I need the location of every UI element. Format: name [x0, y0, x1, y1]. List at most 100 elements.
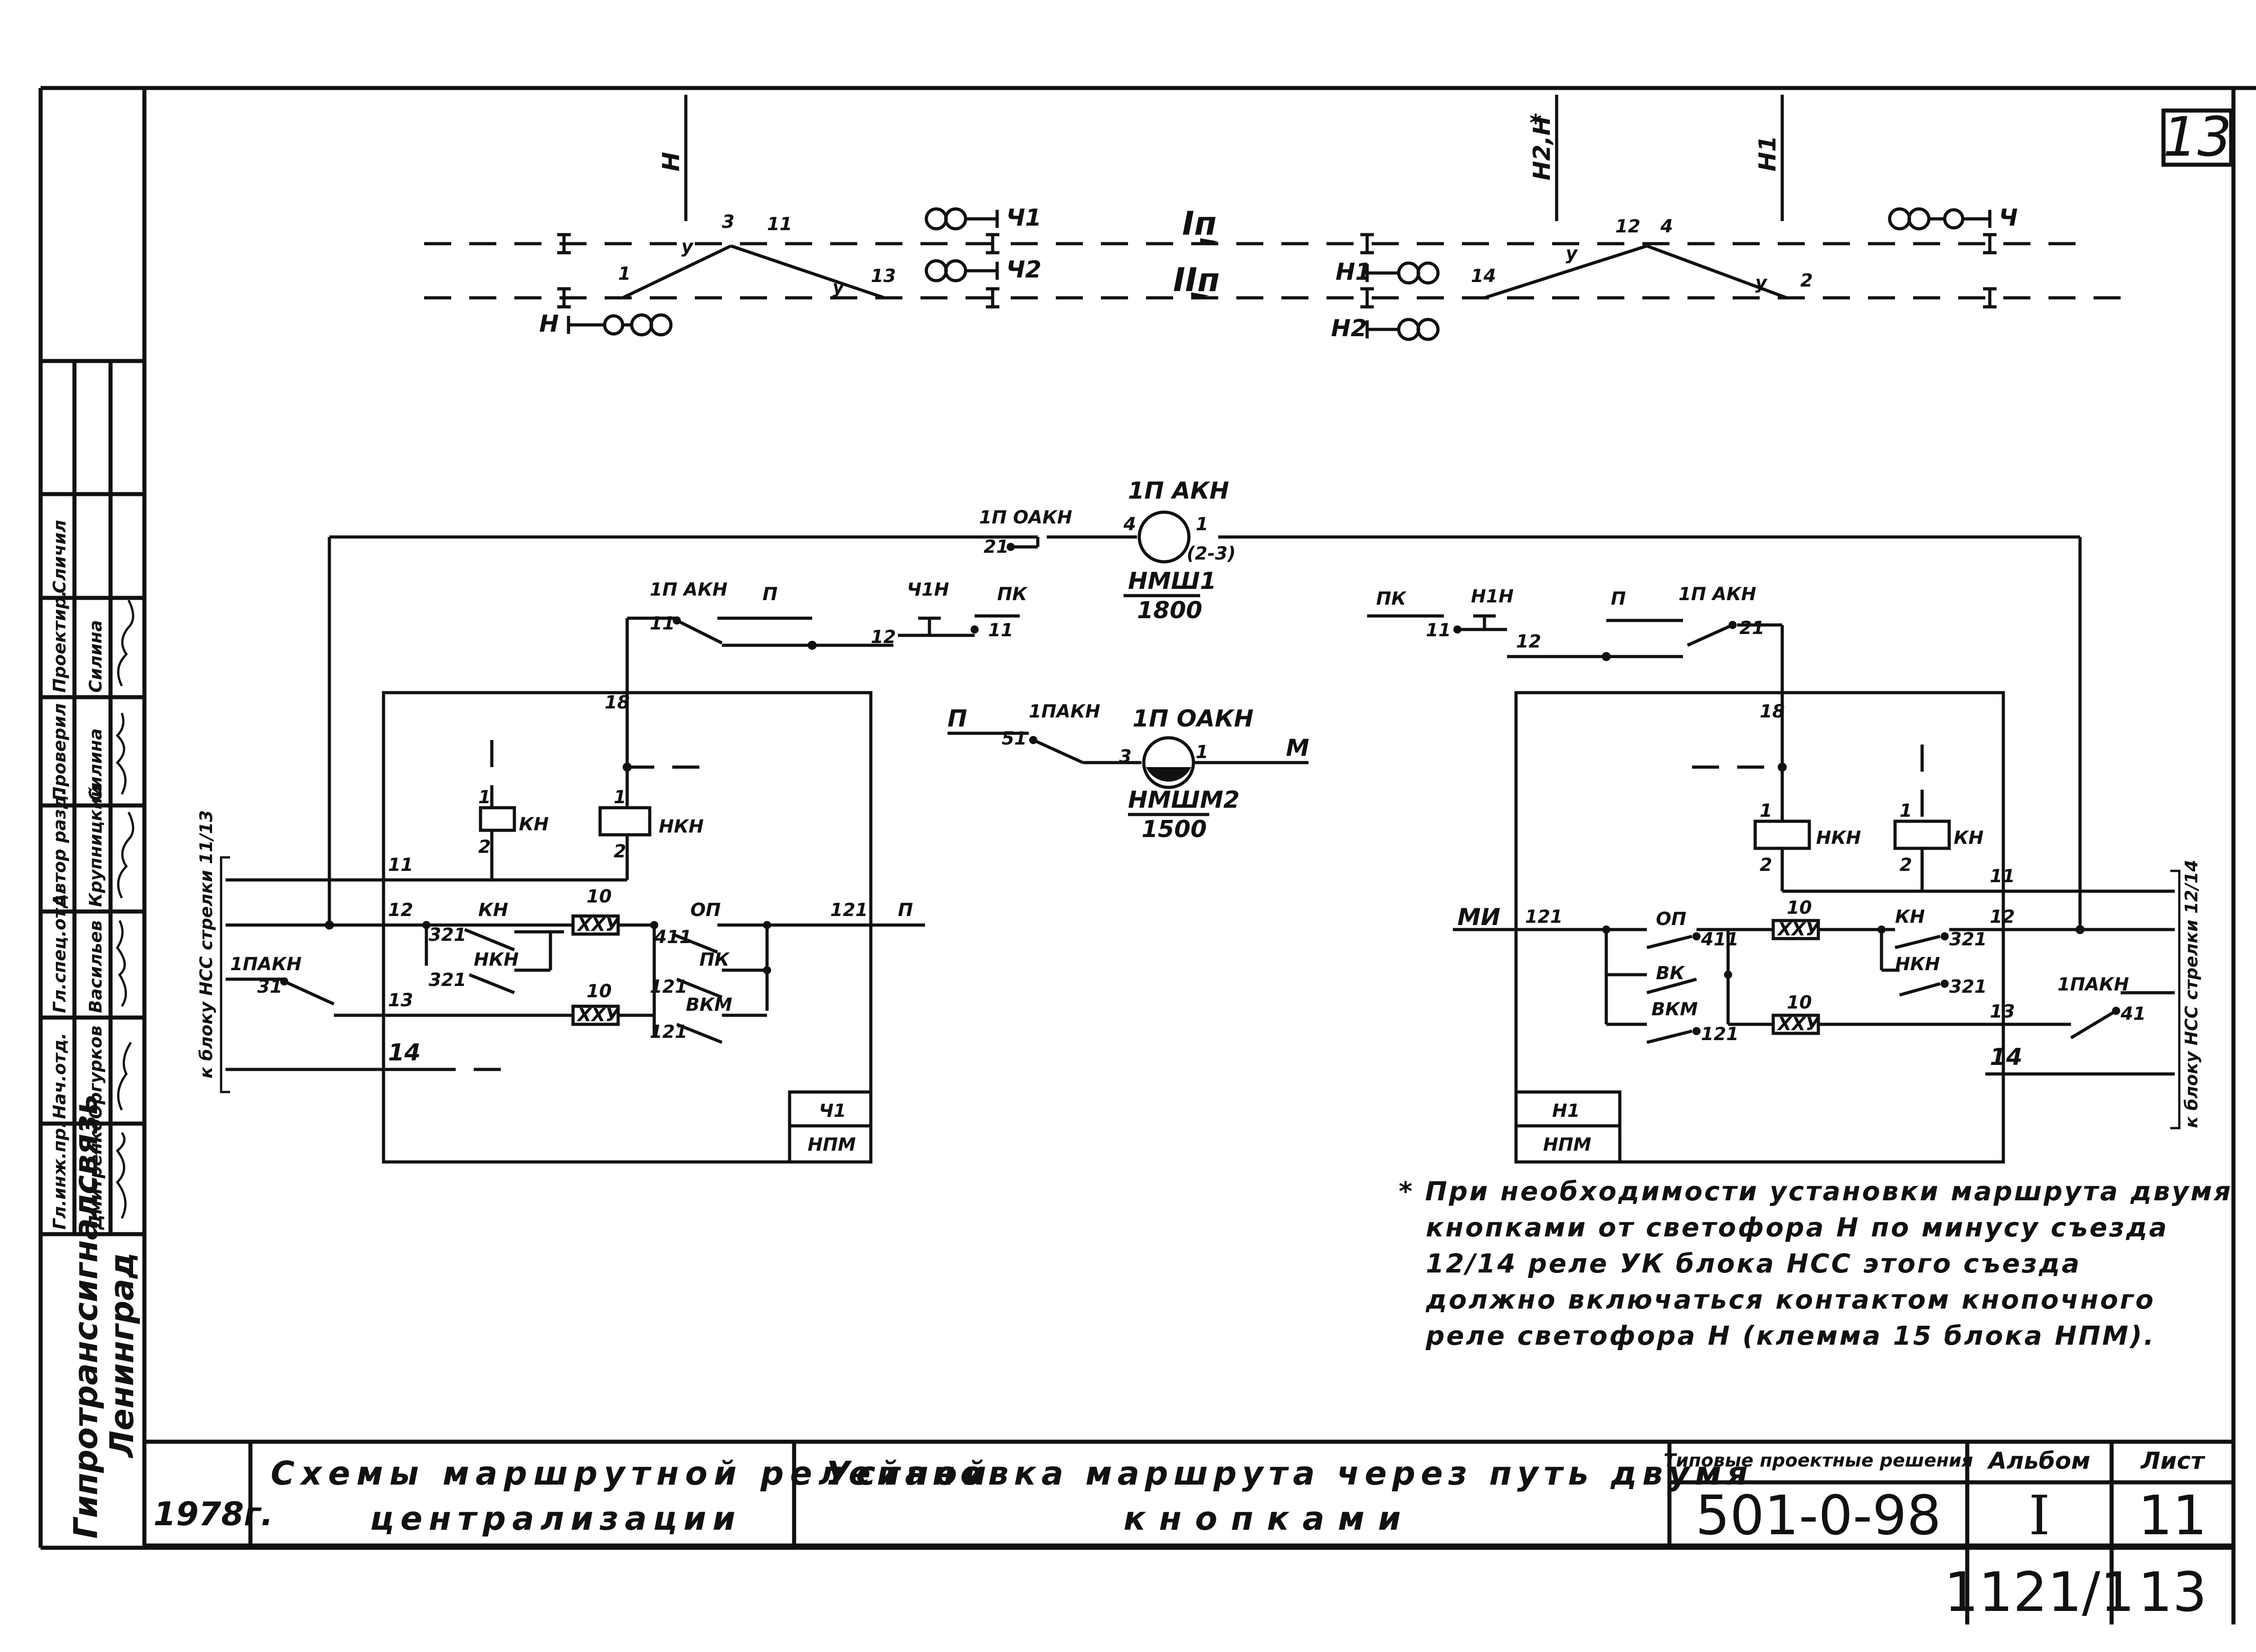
title-block — [248, 1442, 2233, 1546]
signal-n: Н — [539, 310, 673, 338]
sheet-number-box — [2161, 108, 2233, 167]
note-line-5: реле светофора Н (клемма 15 блока НПМ). — [1425, 1320, 2155, 1351]
oakn-pin3: 3 — [1119, 746, 1132, 767]
r-top-akn: 1П АКН — [1678, 584, 1756, 605]
l-xxu-a: ХХУ — [576, 915, 620, 935]
r-pk: ПК — [1376, 588, 1407, 609]
oakn-pin1: 1 — [1196, 742, 1208, 763]
r-kn-r1: 1 — [1900, 801, 1912, 821]
l-vkm: ВКМ — [686, 995, 732, 1015]
l-nkn-r2: 2 — [614, 841, 626, 862]
akn-label: 1П АКН — [1128, 477, 1229, 504]
note-line-4: должно включаться контактом кнопочного — [1425, 1284, 2155, 1315]
r-xxu-b: ХХУ — [1776, 1014, 1821, 1035]
l-name1: Ч1 — [819, 1101, 846, 1121]
r-c321a: 321 — [1949, 929, 1987, 950]
stamp-typical-no: 501-0-98 — [1696, 1485, 1942, 1547]
r-mi: МИ — [1457, 904, 1500, 931]
signal-ch2: Ч2 — [925, 256, 1041, 283]
l-kn-r2: 2 — [478, 837, 491, 857]
l-c321: 321 — [429, 925, 467, 945]
l-pk-c: ПК — [699, 949, 730, 970]
stamp-sheet-label: Лист — [2140, 1448, 2205, 1475]
r-vk: ВК — [1656, 963, 1685, 984]
svg-text:Н2: Н2 — [1331, 315, 1367, 342]
oakn-type: НМШМ2 — [1128, 787, 1239, 814]
r-nkn: НКН — [1816, 828, 1861, 848]
r-vkm: ВКМ — [1651, 999, 1698, 1020]
l-r10a: 10 — [587, 886, 612, 907]
mark-u-4: у — [1755, 273, 1768, 293]
l-t13: 13 — [388, 990, 413, 1011]
stamp-title-2: централизации — [370, 1499, 742, 1537]
svg-text:Ч1: Ч1 — [1006, 204, 1041, 231]
r-nkn-r2: 2 — [1760, 855, 1772, 875]
oakn-contact-pin: 21 — [984, 537, 1009, 557]
sig-role-5: Проектир. — [50, 590, 69, 693]
akn-pin1: 1 — [1196, 514, 1208, 535]
l-out-p: П — [898, 900, 913, 921]
sig-role-0: Гл.инж.пр. — [50, 1121, 69, 1230]
sig-name-3: Крупницкий — [86, 786, 106, 907]
l-nkn-c: НКН — [474, 949, 519, 970]
r-name1: Н1 — [1552, 1101, 1580, 1121]
switch-14: 14 — [1471, 266, 1496, 287]
asterisk-mark: * — [1530, 110, 1542, 137]
track-plan: Н Н2,Н * Н1 Iп IIп Ч1 Ч2 — [424, 95, 2121, 342]
r-name2: НПМ — [1543, 1134, 1591, 1155]
stamp-subject-2: кнопками — [1123, 1499, 1415, 1537]
mark-u-3: у — [1566, 243, 1578, 264]
l-kn-r1: 1 — [478, 787, 491, 808]
r-kn: КН — [1954, 828, 1983, 848]
akn-type: НМШ1 — [1128, 568, 1216, 595]
r-c121: 121 — [1701, 1024, 1739, 1045]
akn-res: 1800 — [1137, 597, 1202, 624]
mark-u-2: у — [832, 277, 845, 298]
sig-role-4: Проверил — [50, 703, 69, 801]
r-op: ОП — [1656, 909, 1686, 930]
signal-n2: Н2 — [1331, 315, 1440, 342]
bus-p: П — [948, 705, 967, 732]
signal-ch: Ч — [1888, 204, 2018, 231]
stamp-album-label: Альбом — [1987, 1448, 2090, 1475]
r-xxu-a: ХХУ — [1776, 919, 1821, 940]
track-2-label: IIп — [1173, 261, 1220, 299]
l-t11: 11 — [388, 855, 413, 875]
l-op: ОП — [690, 900, 721, 921]
lower-akn-pin: 51 — [1002, 728, 1027, 749]
mark-u-1: у — [681, 236, 694, 257]
l-c411: 411 — [654, 927, 692, 948]
switch-13: 13 — [871, 266, 896, 287]
sig-role-2: Гл.спец.отд. — [50, 888, 69, 1013]
signal-ch1: Ч1 — [925, 204, 1041, 231]
note-line-3: 12/14 реле УК блока НСС этого съезда — [1426, 1248, 2081, 1279]
switch-4: 4 — [1660, 216, 1673, 237]
r-c411: 411 — [1701, 929, 1739, 950]
l-t14: 14 — [388, 1039, 421, 1066]
l-pk: ПК — [997, 584, 1028, 605]
l-name2: НПМ — [808, 1134, 856, 1155]
switch-12: 12 — [1615, 216, 1641, 237]
r-n1n: Н1Н — [1471, 586, 1514, 607]
r-t11: 11 — [1990, 866, 2015, 887]
drawing-frame — [38, 86, 2256, 1624]
stamp-typical-label: Типовые проектные решения — [1664, 1450, 1973, 1471]
r-c21: 21 — [1739, 618, 1765, 639]
stamp-city: Ленинград — [103, 1253, 141, 1458]
sig-role-3: Автор разд. — [50, 789, 69, 908]
akn-pins: (2-3) — [1187, 543, 1236, 564]
l-kn: КН — [519, 814, 549, 835]
switch-3: 3 — [722, 212, 735, 232]
akn-pin4: 4 — [1123, 514, 1136, 535]
l-top-11: 11 — [650, 613, 675, 634]
l-top-akn: 1П АКН — [650, 579, 727, 600]
r-term-18: 18 — [1760, 701, 1785, 722]
sig-name-1: Оргурков — [86, 1026, 106, 1119]
sig-h-top: Н — [658, 152, 685, 171]
r-akn-side: 1ПАКН — [2057, 974, 2129, 995]
sig-role-1: Нач.отд. — [50, 1033, 69, 1119]
sig-n2-top: Н2,Н — [1529, 116, 1556, 180]
r-t13: 13 — [1990, 1001, 2015, 1022]
stamp-page-no: 13 — [2138, 1561, 2207, 1624]
bus-m: М — [1286, 735, 1309, 762]
